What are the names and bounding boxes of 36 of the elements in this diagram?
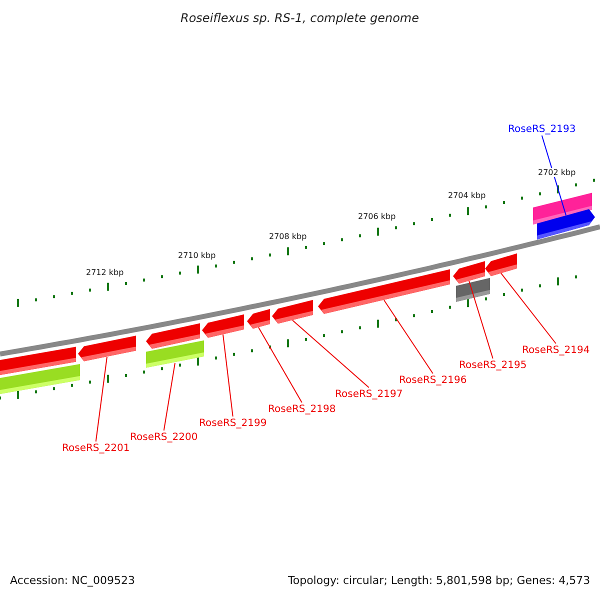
leader-line bbox=[258, 326, 302, 403]
scale-label: 2702 kbp bbox=[538, 168, 576, 176]
gene-feature bbox=[202, 314, 244, 338]
leader-line bbox=[384, 300, 434, 374]
gene-label: RoseRS_2199 bbox=[199, 418, 267, 428]
gene-label: RoseRS_2200 bbox=[130, 432, 198, 442]
leader-line bbox=[222, 334, 234, 417]
leader-line bbox=[468, 280, 494, 359]
scale-label: 2710 kbp bbox=[178, 250, 216, 260]
leader-line bbox=[500, 272, 556, 344]
gene-feature bbox=[485, 253, 517, 276]
scale-label: 2712 kbp bbox=[86, 268, 124, 276]
scale-label: 2706 kbp bbox=[358, 212, 396, 220]
gene-feature bbox=[247, 309, 270, 329]
gene-label: RoseRS_2196 bbox=[399, 374, 467, 386]
scale-label: 2704 kbp bbox=[448, 190, 486, 200]
gene-label: RoseRS_2197 bbox=[335, 388, 403, 400]
leader-line bbox=[95, 356, 108, 442]
gene-label: RoseRS_2198 bbox=[268, 404, 336, 414]
scale-label: 2708 kbp bbox=[269, 232, 307, 240]
gene-feature bbox=[537, 209, 595, 240]
leader-line bbox=[163, 362, 176, 431]
title: Roseiflexus sp. RS-1, complete genome bbox=[180, 11, 419, 25]
gene-feature bbox=[146, 340, 204, 368]
gene-label: RoseRS_2194 bbox=[522, 344, 590, 356]
leader-line bbox=[292, 320, 370, 388]
gene-label: RoseRS_2201 bbox=[62, 442, 130, 454]
footer-text: Accession: NC_009523 bbox=[10, 574, 136, 586]
gene-label: RoseRS_2195 bbox=[459, 360, 527, 370]
gene-feature bbox=[318, 269, 450, 314]
gene-feature bbox=[272, 300, 313, 324]
gene-feature bbox=[453, 261, 485, 284]
gene-feature bbox=[78, 336, 136, 362]
gene-label: RoseRS_2193 bbox=[508, 124, 576, 134]
leader-line bbox=[541, 135, 566, 216]
footer-text: Topology: circular; Length: 5,801,598 bp; Genes: 4,573 bbox=[288, 574, 590, 586]
